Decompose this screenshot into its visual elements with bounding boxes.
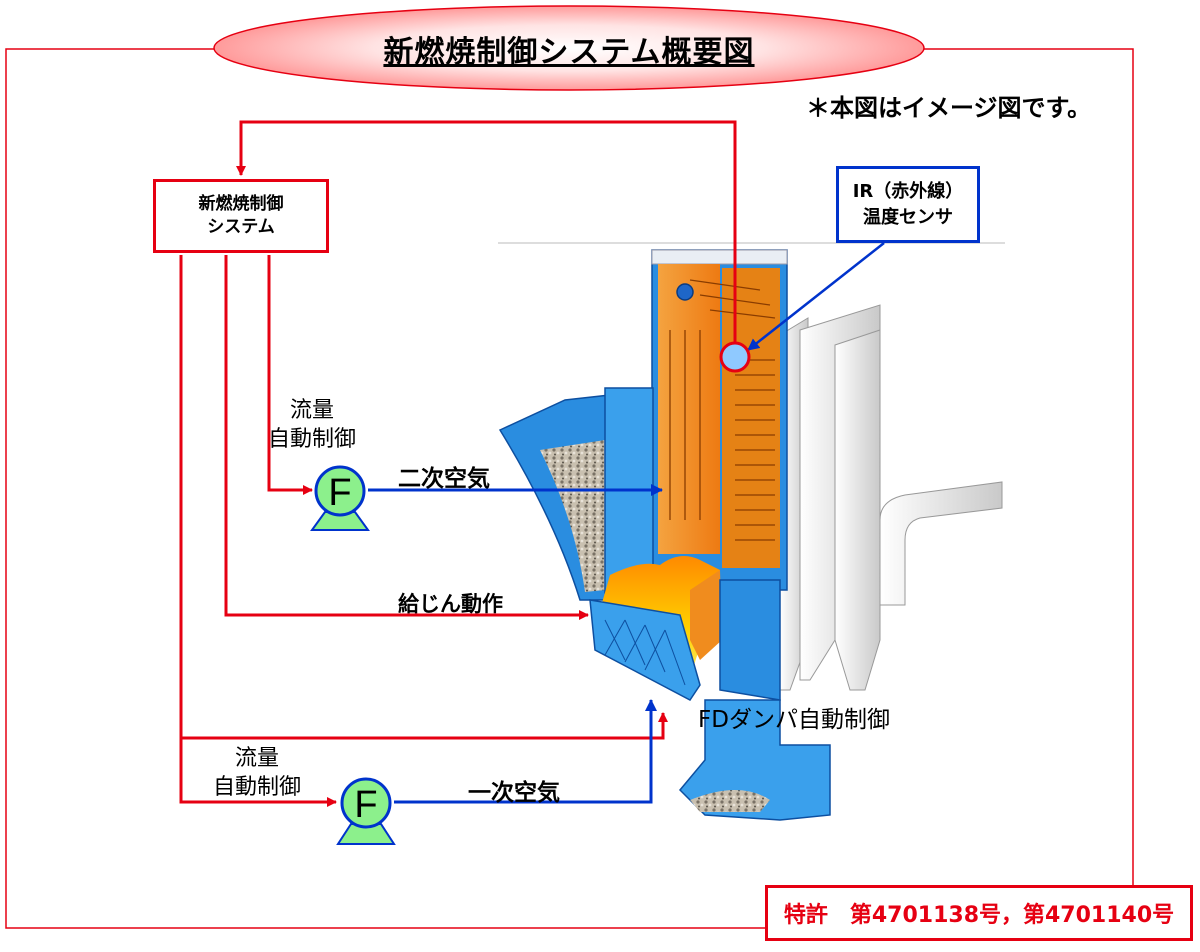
image-note: ＊本図はイメージ図です。 — [806, 94, 1092, 122]
lower-fan-letter: F — [354, 784, 377, 826]
title-ellipse — [213, 5, 925, 91]
line-to-upper-fan — [267, 255, 313, 495]
ir-sensor-point — [719, 341, 751, 373]
upper-flow-control-label: 流量 自動制御 — [268, 396, 356, 454]
feed-action-label: 給じん動作 — [398, 592, 503, 616]
furnace-interior — [658, 264, 720, 554]
incinerator-illustration — [498, 249, 1003, 821]
title-container: 新燃焼制御システム概要図 — [214, 6, 924, 92]
lower-flow-label-line1: 流量 — [235, 746, 280, 771]
lower-blue-right — [719, 579, 781, 701]
control-system-line2: システム — [207, 217, 275, 237]
ir-sensor-line1: IR（赤外線） — [852, 180, 964, 202]
grate — [589, 599, 701, 701]
lower-flow-control-label: 流量 自動制御 — [213, 744, 301, 802]
primary-air-label: 一次空気 — [468, 780, 560, 806]
hopper-gravel — [540, 440, 605, 592]
control-lines — [179, 120, 737, 807]
upper-fan-letter: F — [328, 472, 351, 514]
outer-frame-right — [924, 48, 1134, 885]
exhaust-duct — [879, 481, 1003, 606]
line-to-feeder — [224, 255, 589, 620]
ir-sensor-box: IR（赤外線） 温度センサ — [836, 166, 980, 243]
tube-lines — [669, 279, 776, 541]
drum — [676, 283, 694, 301]
line-to-fd-damper — [179, 255, 668, 740]
lower-flow-label-line2: 自動制御 — [213, 775, 302, 800]
lower-fan: F — [336, 777, 396, 845]
ash-gravel — [690, 790, 770, 812]
primary-air-line — [394, 699, 657, 804]
upper-flow-label-line1: 流量 — [290, 398, 335, 423]
fd-damper-label: FDダンパ自動制御 — [698, 707, 890, 733]
ash-chute — [678, 699, 831, 821]
control-system-box: 新燃焼制御 システム — [153, 179, 329, 253]
upper-fan-circle — [314, 465, 366, 517]
air-lines — [368, 242, 885, 804]
upper-fan: F — [310, 465, 370, 531]
control-system-line1: 新燃焼制御 — [198, 194, 284, 214]
upper-flow-label-line2: 自動制御 — [268, 427, 357, 452]
page-title: 新燃焼制御システム概要図 — [383, 35, 755, 70]
feedback-line — [236, 120, 737, 343]
grate-lattice — [604, 619, 686, 686]
patent-box: 特許 第4701138号，第4701140号 — [765, 885, 1193, 941]
flue-duct-3 — [834, 329, 881, 691]
ir-sensor-line2: 温度センサ — [863, 206, 953, 228]
outer-frame — [5, 48, 765, 929]
boiler-top — [651, 249, 788, 265]
secondary-air-label: 二次空気 — [398, 466, 490, 492]
line-to-lower-fan — [179, 738, 337, 807]
patent-text: 特許 第4701138号，第4701140号 — [783, 903, 1175, 928]
lower-fan-circle — [340, 777, 392, 829]
ir-sensor-line — [747, 242, 885, 351]
furnace-bottom-orange — [690, 570, 722, 660]
